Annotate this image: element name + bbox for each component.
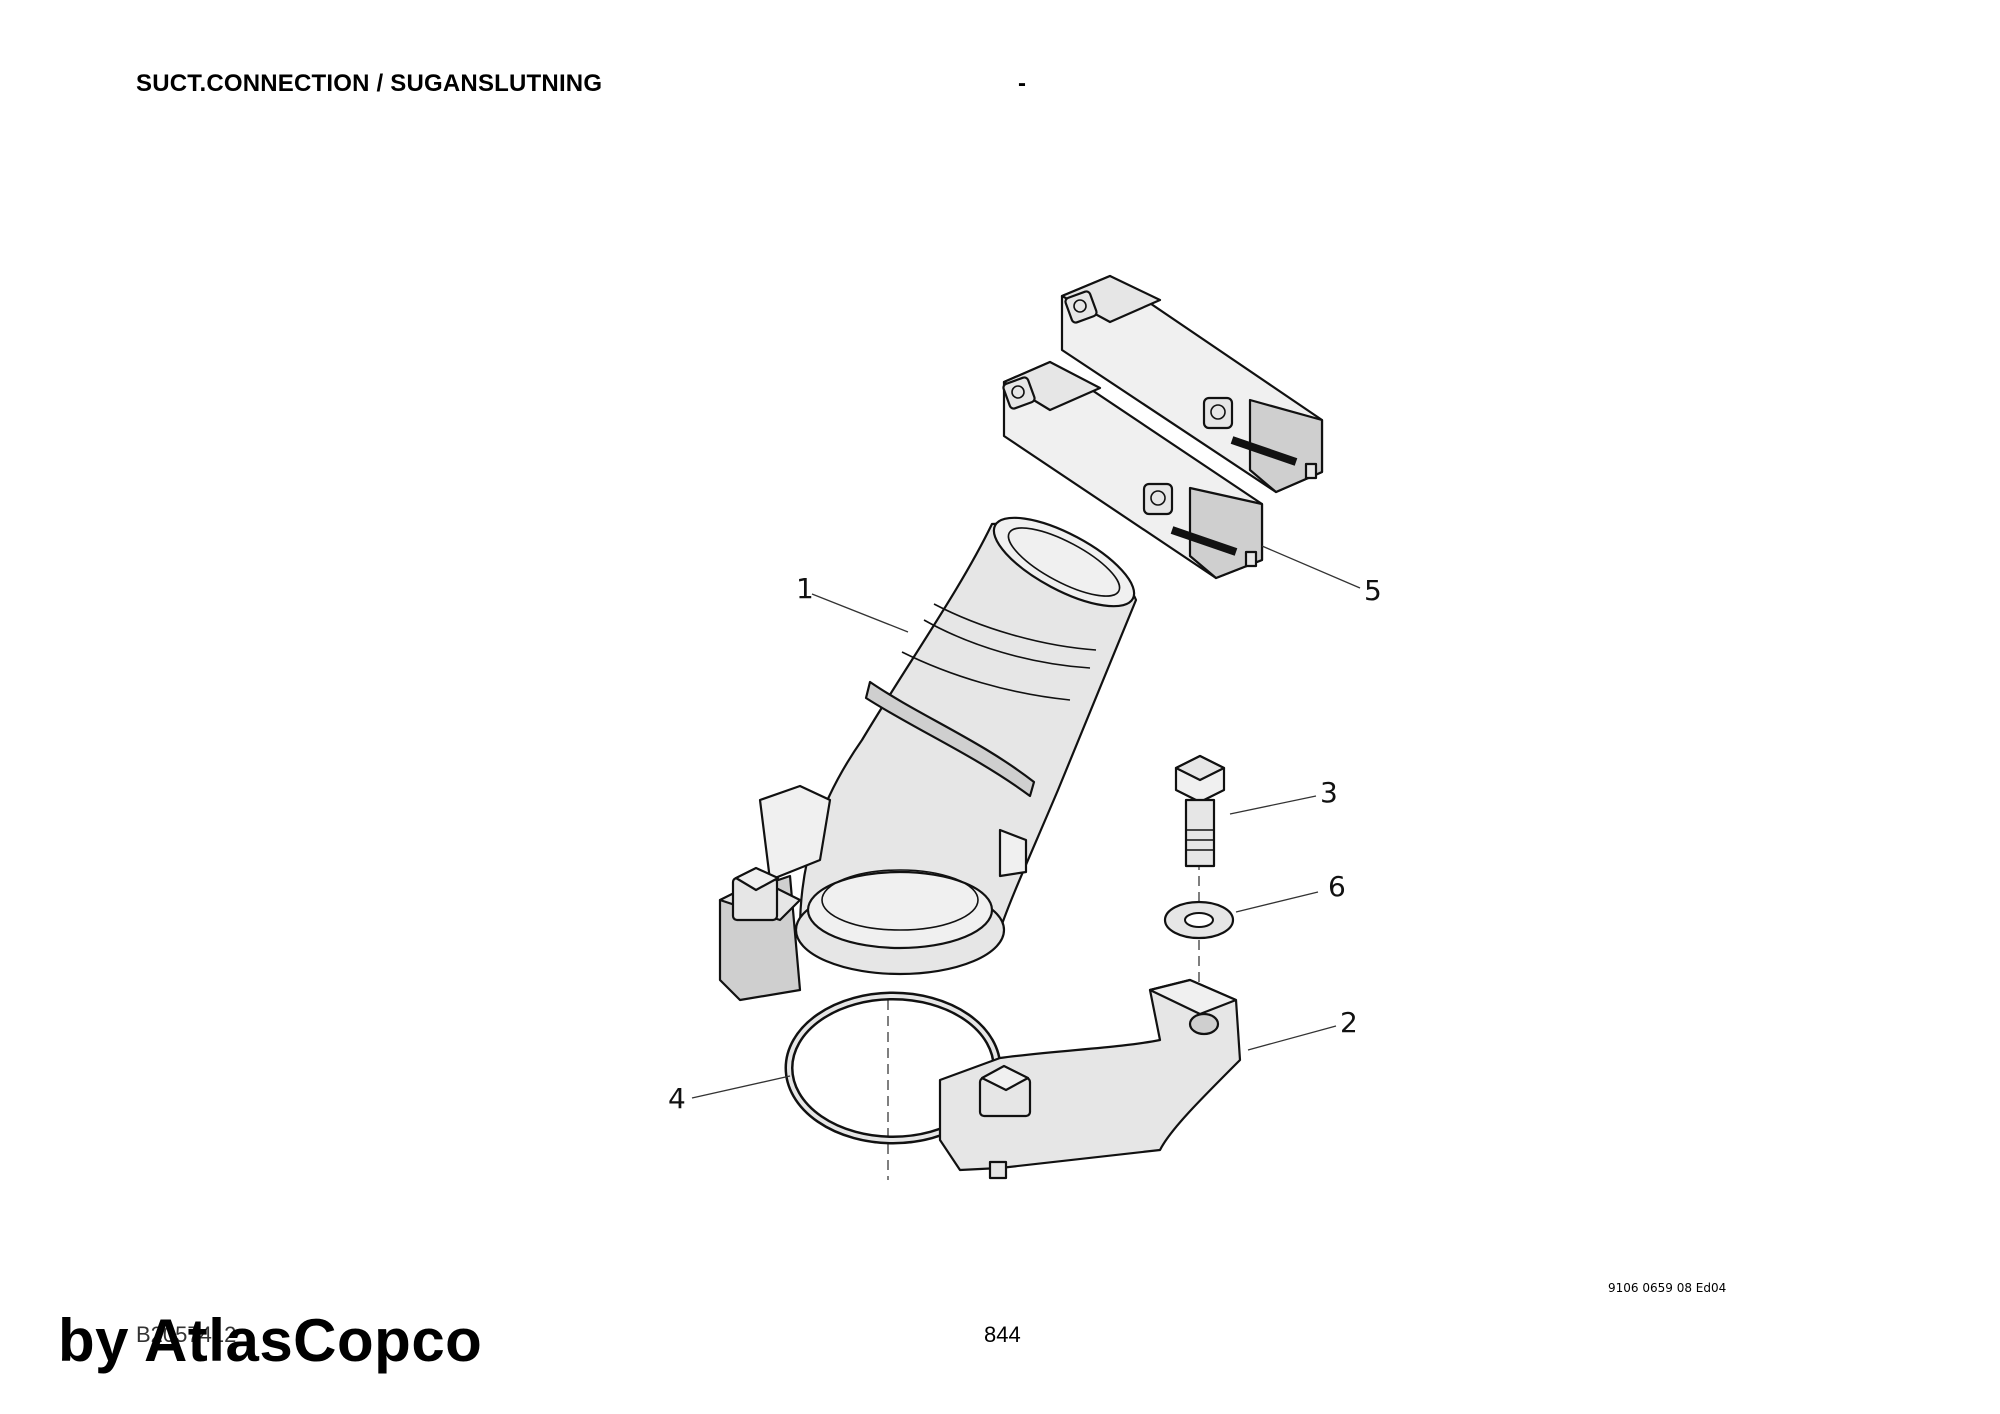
page-title: SUCT.CONNECTION / SUGANSLUTNING xyxy=(136,70,603,97)
hex-bolt xyxy=(1174,754,1226,868)
document-code: 9106 0659 08 Ed04 xyxy=(1608,1281,1727,1295)
callout-4: 4 xyxy=(668,1082,686,1115)
pipe-clamp xyxy=(1002,274,1324,580)
callout-2: 2 xyxy=(1340,1006,1358,1039)
leader-4 xyxy=(691,1075,791,1099)
suction-pipe xyxy=(794,516,1138,976)
callout-5: 5 xyxy=(1364,574,1382,607)
leader-2 xyxy=(1247,1025,1337,1051)
title-dash: - xyxy=(1018,70,1026,97)
callout-3: 3 xyxy=(1320,776,1338,809)
callout-6: 6 xyxy=(1328,870,1346,903)
washer xyxy=(1163,900,1235,940)
leader-3 xyxy=(1229,795,1317,815)
leader-1 xyxy=(811,593,909,633)
drawing-id: B2057412 xyxy=(136,1322,237,1347)
watermark: by AtlasCopco xyxy=(58,1307,483,1374)
leader-5 xyxy=(1261,545,1361,589)
flange-clamp xyxy=(938,978,1242,1180)
flange-housing xyxy=(718,784,1028,1002)
leader-6 xyxy=(1235,891,1319,913)
page-number: 844 xyxy=(984,1322,1021,1347)
callout-1: 1 xyxy=(796,572,814,605)
